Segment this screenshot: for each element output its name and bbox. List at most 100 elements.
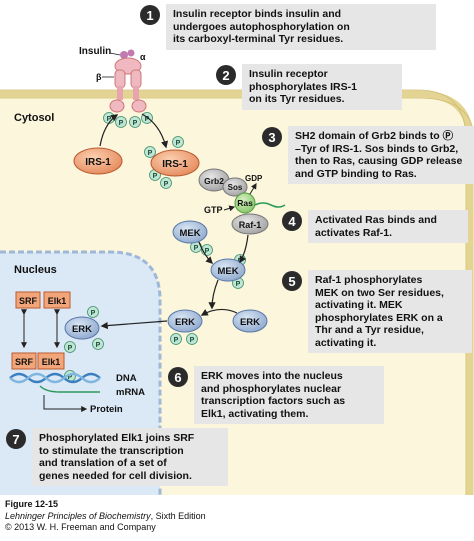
insulin-molecule	[120, 51, 128, 59]
phosphate-label: P	[205, 248, 210, 255]
step-6: 6 ERK moves into the nucleus and phospho…	[168, 366, 384, 424]
figure-number: Figure 12-15	[5, 499, 59, 509]
srf-label: SRF	[19, 296, 38, 306]
mek-active-label: MEK	[217, 266, 238, 277]
erk-active-label: ERK	[175, 317, 195, 328]
phosphate-group: P	[144, 146, 156, 158]
arrow-raf-to-mek	[239, 234, 249, 264]
phosphate-group: P	[115, 116, 127, 128]
arrow-mek-to-erk	[208, 279, 219, 310]
book-title: Lehninger Principles of Biochemistry	[5, 510, 151, 521]
figure-source: Lehninger Principles of Biochemistry, Si…	[5, 511, 206, 523]
phosphate-label: P	[68, 374, 73, 381]
step-2: 2 Insulin receptor phosphorylates IRS-1 …	[216, 64, 402, 110]
phosphate-group: P	[170, 333, 182, 345]
phosphate-label: P	[145, 116, 150, 123]
arrow-receptor-to-irs1p	[141, 113, 169, 149]
sos-label: Sos	[228, 183, 243, 192]
protein-label: Protein	[90, 404, 123, 415]
phosphate-group: P	[129, 116, 141, 128]
mek-inactive	[172, 220, 208, 244]
step-6-text: ERK moves into the nucleus and phosphory…	[194, 366, 384, 424]
arrow-mek-activation	[198, 241, 214, 265]
irs1-label: IRS-1	[85, 157, 111, 168]
phosphate-label: P	[68, 345, 73, 352]
copyright: © 2013 W. H. Freeman and Company	[5, 522, 156, 532]
ras	[234, 192, 256, 214]
step-1-number: 1	[140, 5, 160, 25]
erk-nuclear	[64, 316, 100, 340]
sos	[222, 177, 248, 197]
book-edition: , Sixth Edition	[150, 510, 206, 521]
srf-free	[15, 291, 41, 309]
step-4-number: 4	[282, 211, 302, 231]
srf-bound-label: SRF	[15, 357, 34, 367]
phosphate-label: P	[148, 150, 153, 157]
step-3-text: SH2 domain of Grb2 binds to Ⓟ –Tyr of IR…	[288, 126, 474, 184]
phosphate-label: P	[153, 173, 158, 180]
phosphate-label: P	[119, 120, 124, 127]
mrna-label: mRNA	[116, 387, 145, 398]
gtp-label: GTP	[204, 205, 223, 215]
step-4: 4 Activated Ras binds and activates Raf-…	[282, 210, 468, 243]
srf-bound	[11, 352, 37, 370]
step-4-text: Activated Ras binds and activates Raf-1.	[308, 210, 468, 243]
nucleus-label: Nucleus	[14, 264, 57, 276]
step-3: 3 SH2 domain of Grb2 binds to Ⓟ –Tyr of …	[262, 126, 474, 184]
ras-label: Ras	[237, 198, 253, 208]
step-7-number: 7	[6, 429, 26, 449]
erk-inactive	[232, 309, 268, 333]
erk-label: ERK	[240, 317, 260, 328]
arrow-erk-into-nucleus	[100, 320, 168, 330]
dna-helix	[9, 372, 101, 384]
phosphate-label: P	[107, 116, 112, 123]
step-6-number: 6	[168, 367, 188, 387]
erk-active	[167, 309, 203, 333]
step-5-number: 5	[282, 271, 302, 291]
phosphate-label: P	[164, 181, 169, 188]
dna-label: DNA	[116, 373, 137, 384]
phosphate-label: P	[133, 120, 138, 127]
elk1-bound-label: Elk1	[42, 357, 61, 367]
phosphate-group: P	[92, 338, 104, 350]
phosphate-group: P	[186, 333, 198, 345]
step-1-text: Insulin receptor binds insulin and under…	[166, 4, 436, 50]
step-2-number: 2	[216, 65, 236, 85]
gdp-label: GDP	[245, 174, 263, 183]
phosphate-label: P	[91, 310, 96, 317]
grb2-label: Grb2	[204, 176, 224, 186]
arrow-erk-activation	[200, 308, 238, 316]
mek-label: MEK	[179, 228, 200, 239]
step-5: 5 Raf-1 phosphorylates MEK on two Ser re…	[282, 270, 472, 353]
cytosol-label: Cytosol	[14, 112, 54, 124]
nuclear-envelope	[0, 250, 162, 495]
phosphate-label: P	[96, 342, 101, 349]
phosphate-label: P	[190, 337, 195, 344]
phosphate-label: P	[176, 140, 181, 147]
figure-caption: Figure 12-15 Lehninger Principles of Bio…	[5, 499, 206, 534]
step-7: 7 Phosphorylated Elk1 joins SRF to stimu…	[6, 428, 228, 486]
phosphate-group: P	[87, 306, 99, 318]
insulin-label: Insulin	[79, 46, 111, 57]
alpha-label: α	[140, 52, 146, 62]
raf1-label: Raf-1	[239, 220, 262, 230]
step-2-text: Insulin receptor phosphorylates IRS-1 on…	[242, 64, 402, 110]
phosphate-group: P	[160, 177, 172, 189]
elk1-label: Elk1	[48, 296, 67, 306]
step-3-number: 3	[262, 127, 282, 147]
irs1-unphosphorylated	[73, 147, 123, 175]
step-1: 1 Insulin receptor binds insulin and und…	[140, 4, 436, 50]
phosphate-label: P	[236, 281, 241, 288]
elk1-free	[43, 291, 71, 309]
erk-nuclear-label: ERK	[72, 324, 92, 335]
insulin-receptor	[109, 49, 147, 113]
step-7-text: Phosphorylated Elk1 joins SRF to stimula…	[32, 428, 228, 486]
beta-label: β	[96, 72, 102, 82]
phosphate-group: P	[172, 136, 184, 148]
mek-active	[210, 258, 246, 282]
elk1-bound	[37, 352, 65, 370]
raf1	[231, 213, 269, 235]
step-5-text: Raf-1 phosphorylates MEK on two Ser resi…	[308, 270, 472, 353]
irs1-phospho-label: IRS-1	[162, 159, 188, 170]
